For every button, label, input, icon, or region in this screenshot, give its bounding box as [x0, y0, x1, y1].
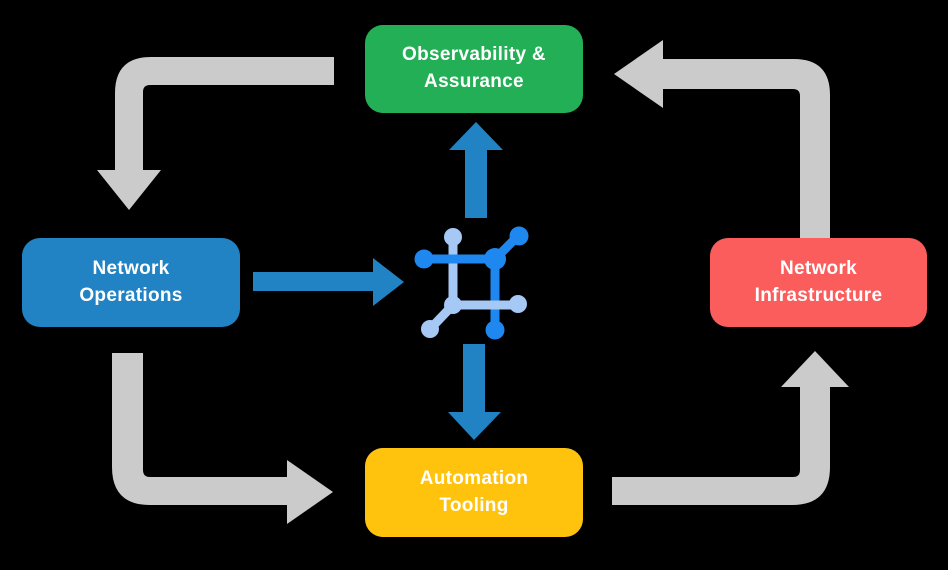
- icon-junction-dark: [484, 248, 506, 270]
- node-infrastructure-label: Network Infrastructure: [754, 257, 883, 306]
- arrow-operations-to-center: [253, 258, 404, 306]
- node-network-operations: Network Operations: [22, 238, 240, 327]
- icon-node-light-top: [444, 228, 462, 246]
- arrow-observability-to-operations: [97, 57, 334, 210]
- arrow-automation-to-infrastructure: [612, 351, 849, 505]
- icon-node-light-right: [509, 295, 527, 313]
- arrow-infrastructure-to-observability: [614, 40, 830, 238]
- icon-node-dark-topright: [509, 226, 529, 246]
- icon-node-light-bottomleft: [421, 320, 439, 338]
- node-observability-label: Observability & Assurance: [402, 44, 546, 92]
- icon-node-dark-bottom: [485, 320, 505, 340]
- node-automation-tooling: Automation Tooling: [365, 448, 583, 537]
- arrow-center-to-automation: [448, 344, 501, 440]
- node-operations-label: Network Operations: [79, 257, 183, 306]
- node-automation-label: Automation Tooling: [419, 467, 529, 516]
- icon-node-dark-left: [414, 249, 434, 269]
- node-observability-assurance: Observability & Assurance: [365, 25, 583, 113]
- arrow-operations-to-automation: [112, 353, 333, 524]
- network-chip-icon: [414, 226, 529, 340]
- node-network-infrastructure: Network Infrastructure: [710, 238, 927, 327]
- arrow-center-to-observability: [449, 122, 503, 218]
